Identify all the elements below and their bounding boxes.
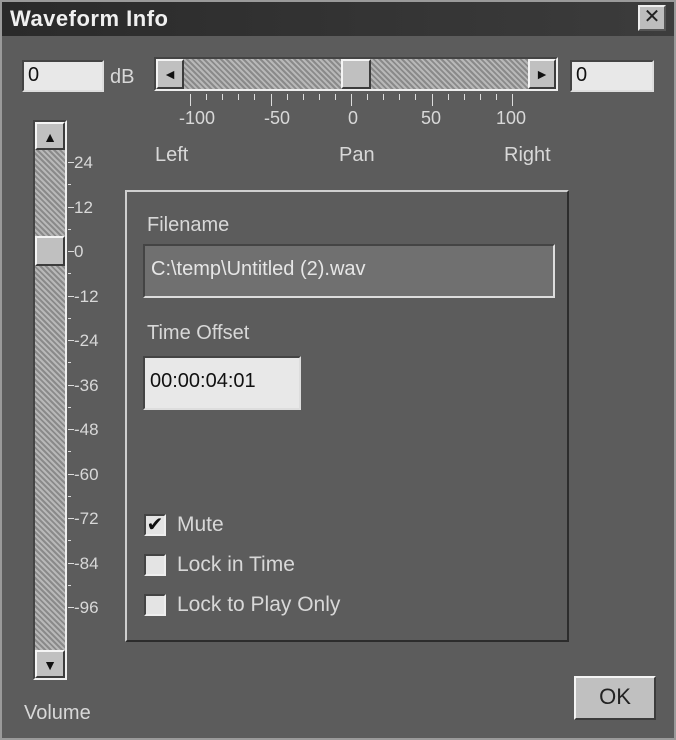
volume-tick-mark [68, 495, 71, 497]
volume-tick-mark [68, 295, 74, 297]
pan-tick-mark [399, 94, 401, 100]
volume-slider-track[interactable]: ▲ ▼ [33, 120, 67, 680]
up-arrow-icon: ▲ [43, 129, 57, 145]
close-button[interactable]: ✕ [638, 5, 666, 31]
volume-tick-mark [68, 584, 71, 586]
volume-tick-mark [68, 206, 74, 208]
volume-tick-label: -12 [74, 287, 99, 306]
volume-tick-mark [68, 607, 74, 608]
volume-tick-mark [68, 273, 71, 275]
pan-tick-mark [512, 94, 513, 106]
volume-tick-label: -84 [74, 554, 99, 573]
pan-tick-mark [238, 94, 240, 100]
filename-field: C:\temp\Untitled (2).wav [143, 244, 555, 298]
volume-down-arrow-button[interactable]: ▼ [35, 650, 65, 678]
pan-tick-mark [206, 94, 208, 100]
volume-tick-label: -96 [74, 598, 99, 617]
volume-tick-mark [68, 340, 74, 341]
volume-tick-label: 24 [74, 153, 93, 172]
pan-slider-track[interactable]: ◄ ► [154, 57, 558, 91]
volume-tick-label: -24 [74, 331, 99, 350]
pan-tick-mark [286, 94, 288, 100]
volume-tick-mark [68, 406, 71, 408]
volume-tick-mark [68, 384, 74, 386]
window-title: Waveform Info [10, 6, 169, 31]
pan-tick-mark [463, 94, 465, 100]
pan-tick-mark [479, 94, 481, 100]
volume-tick-mark [68, 451, 71, 453]
volume-tick-mark [68, 228, 71, 230]
time-offset-label: Time Offset [147, 322, 250, 344]
pan-tick-label: 50 [421, 108, 442, 128]
pan-tick-mark [334, 94, 336, 100]
volume-unit-label: dB [110, 66, 135, 88]
volume-tick-mark [68, 518, 74, 519]
pan-tick-mark [351, 94, 352, 106]
volume-tick-mark [68, 362, 71, 364]
pan-slider-thumb[interactable] [341, 59, 371, 89]
title-bar: Waveform Info ✕ [2, 2, 674, 36]
volume-up-arrow-button[interactable]: ▲ [35, 122, 65, 150]
pan-tick-mark [318, 94, 320, 100]
right-arrow-icon: ► [535, 66, 549, 82]
pan-tick-label: 0 [348, 108, 359, 128]
pan-value-field[interactable]: 0 [570, 60, 654, 92]
pan-left-label: Left [155, 144, 189, 166]
volume-tick-mark [68, 251, 74, 252]
volume-tick-mark [68, 317, 71, 319]
pan-tick-mark [383, 94, 385, 100]
lock-in-time-label: Lock in Time [177, 553, 295, 576]
volume-value-field[interactable]: 0 [22, 60, 104, 92]
pan-right-arrow-button[interactable]: ► [528, 59, 556, 89]
pan-tick-label: 100 [496, 108, 527, 128]
left-arrow-icon: ◄ [163, 66, 177, 82]
info-group: Filename C:\temp\Untitled (2).wav Time O… [125, 190, 569, 642]
volume-slider-thumb[interactable] [35, 236, 65, 266]
pan-tick-mark [495, 94, 497, 100]
pan-left-arrow-button[interactable]: ◄ [156, 59, 184, 89]
volume-tick-label: -72 [74, 509, 99, 528]
volume-label: Volume [24, 702, 91, 724]
pan-tick-mark [447, 94, 449, 100]
pan-tick-mark [270, 94, 272, 106]
volume-tick-mark [68, 473, 74, 475]
volume-tick-label: -36 [74, 376, 99, 395]
volume-tick-label: 0 [74, 242, 84, 261]
check-icon: ✔ [146, 514, 164, 536]
mute-checkbox[interactable]: ✔ [144, 514, 166, 536]
ok-button[interactable]: OK [574, 676, 656, 720]
pan-tick-mark [367, 94, 369, 100]
volume-tick-label: -60 [74, 465, 99, 484]
pan-tick-mark [415, 94, 417, 100]
pan-tick-mark [190, 94, 191, 106]
time-offset-field[interactable]: 00:00:04:01 [143, 356, 301, 410]
volume-tick-mark [68, 162, 74, 163]
pan-center-label: Pan [339, 144, 375, 166]
volume-tick-mark [68, 184, 71, 186]
lock-in-time-checkbox[interactable] [144, 554, 166, 576]
lock-to-play-only-label: Lock to Play Only [177, 593, 341, 616]
pan-right-label: Right [504, 144, 551, 166]
down-arrow-icon: ▼ [43, 657, 57, 673]
close-icon: ✕ [643, 6, 661, 28]
volume-tick-mark [68, 540, 71, 542]
lock-to-play-only-checkbox[interactable] [144, 594, 166, 616]
mute-label: Mute [177, 513, 224, 536]
pan-tick-label: -50 [264, 108, 291, 128]
pan-tick-mark [302, 94, 304, 100]
volume-tick-label: -48 [74, 420, 99, 439]
pan-tick-mark [254, 94, 256, 100]
volume-tick-label: 12 [74, 198, 93, 217]
pan-tick-label: -100 [179, 108, 216, 128]
volume-tick-mark [68, 429, 74, 430]
filename-label: Filename [147, 214, 230, 236]
pan-tick-mark [431, 94, 433, 106]
pan-tick-mark [222, 94, 224, 100]
volume-tick-mark [68, 562, 74, 564]
